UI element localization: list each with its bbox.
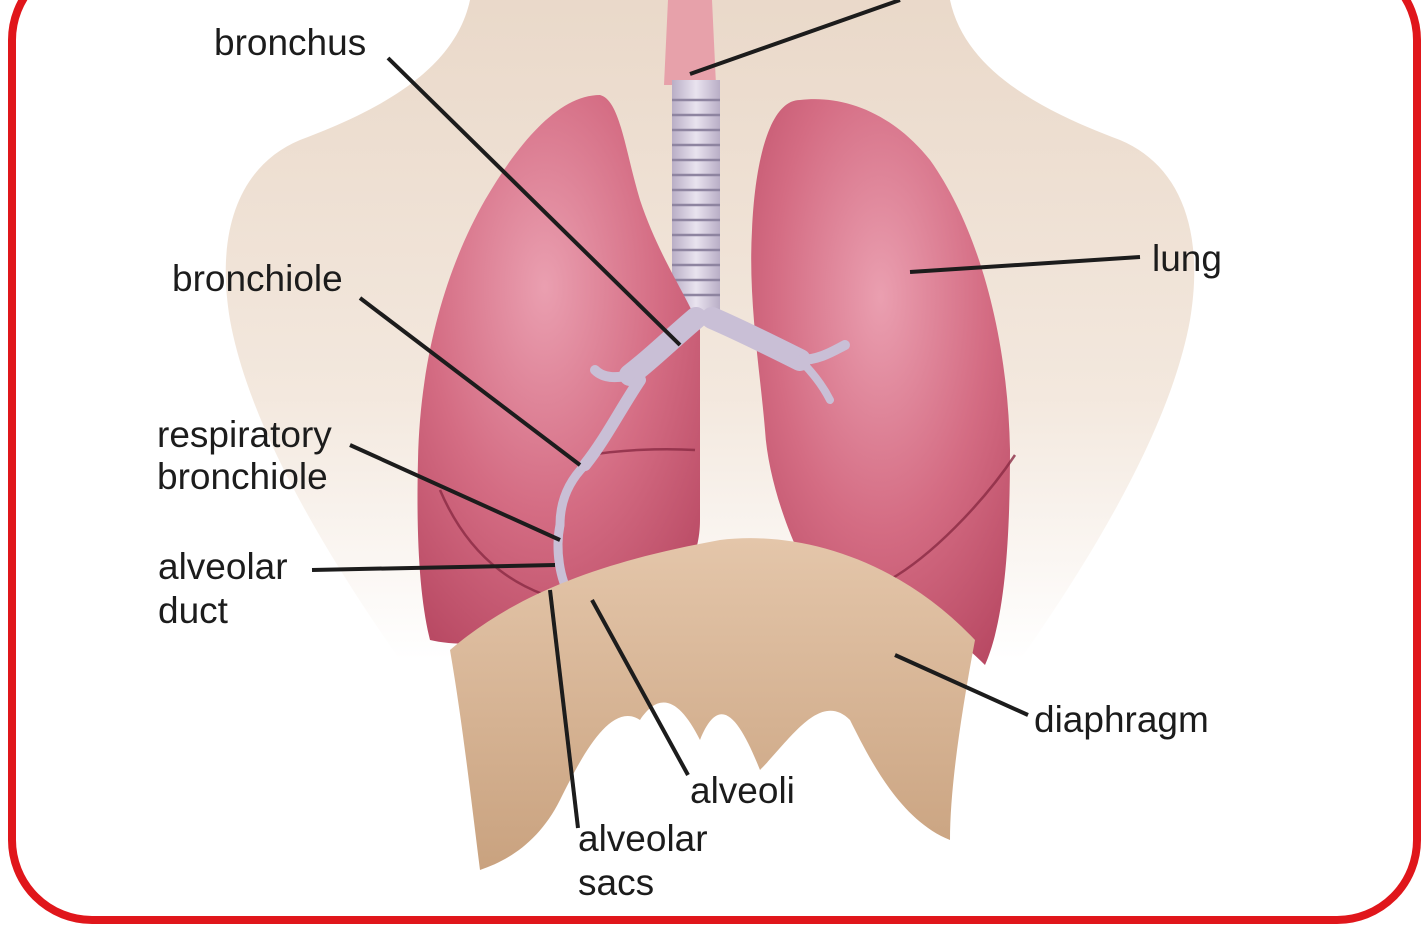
label-bronchiole: bronchiole xyxy=(172,258,343,300)
label-lung: lung xyxy=(1152,238,1222,280)
label-alveolar-sacs-line1: alveolar xyxy=(578,818,708,860)
label-diaphragm: diaphragm xyxy=(1034,699,1209,741)
label-alveolar-duct-line2: duct xyxy=(158,590,228,632)
label-alveoli: alveoli xyxy=(690,770,795,812)
label-respiratory-bronchiole-line2: bronchiole xyxy=(157,456,328,498)
trachea xyxy=(664,0,720,320)
label-bronchus: bronchus xyxy=(214,22,366,64)
label-alveolar-sacs-line2: sacs xyxy=(578,862,654,904)
label-alveolar-duct-line1: alveolar xyxy=(158,546,288,588)
label-respiratory-bronchiole-line1: respiratory xyxy=(157,414,332,456)
